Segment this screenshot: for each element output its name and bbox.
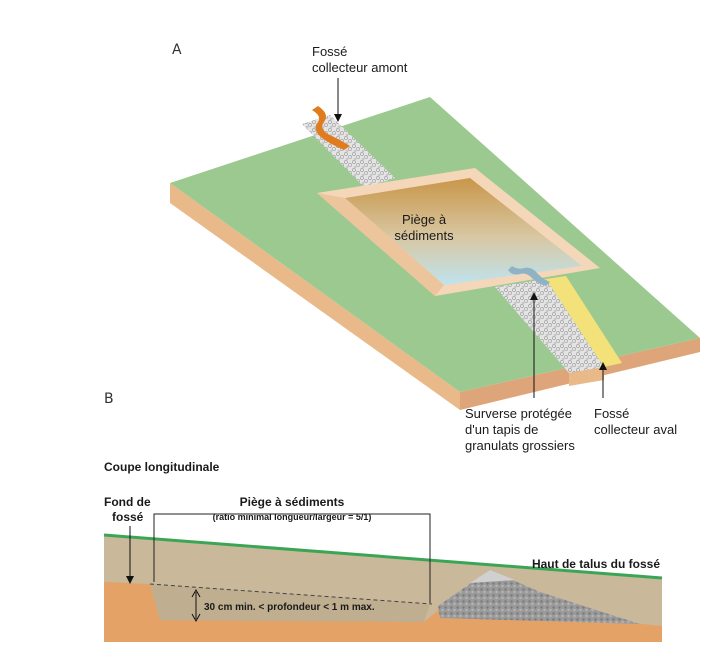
downstream-label-1: Fossé: [594, 406, 629, 421]
trap-inner-wall: [317, 193, 444, 296]
overflow-label-1: Surverse protégée: [465, 406, 572, 421]
panel-a-letter: A: [172, 42, 182, 58]
ratio-text: (ratio minimal longueur/largeur = 5/1): [213, 512, 372, 522]
upstream-ditch-label-2: collecteur amont: [312, 60, 408, 75]
inflow-arrow-icon: [312, 106, 350, 150]
downstream-label-2: collecteur aval: [594, 422, 677, 437]
section-title: Coupe longitudinale: [104, 460, 220, 474]
section-substrate: [104, 582, 662, 642]
depth-label: 30 cm min. < profondeur < 1 m max.: [204, 602, 375, 613]
gravel-berm: [438, 570, 640, 624]
overflow-label-2: d'un tapis de: [465, 422, 538, 437]
ditch-bottom-label-1: Fond de: [104, 495, 151, 509]
trap-bracket: [153, 513, 431, 603]
soil-front-face: [170, 183, 460, 410]
panel-b-letter: B: [104, 391, 114, 407]
depth-arrow-icon: [191, 588, 201, 623]
downstream-ditch-yellow: [546, 276, 622, 367]
overflow-gravel: [495, 279, 604, 373]
panel-a: A Fossé collecteur amont Piège à sédimen…: [170, 42, 700, 453]
overflow-label-3: granulats grossiers: [465, 438, 575, 453]
gravel-berm-top: [470, 570, 515, 583]
panel-b: B Coupe longitudinale Fond de fossé Pièg…: [103, 391, 663, 642]
trap-section-title: Piège à sédiments: [240, 495, 345, 509]
trap-label-1: Piège à: [402, 212, 447, 227]
outflow-arrow-icon: [508, 266, 550, 286]
trap-basin: [345, 178, 582, 285]
trap-cut: [150, 584, 430, 622]
bank-top-label: Haut de talus du fossé: [532, 557, 660, 571]
ditch-bottom-label-2: fossé: [112, 510, 144, 524]
upstream-ditch-label-1: Fossé: [312, 44, 347, 59]
bank-top-line: [103, 533, 663, 580]
trap-label-2: sédiments: [394, 228, 454, 243]
water-level-dashed: [149, 583, 433, 605]
ditch-cut-face: [569, 367, 604, 386]
